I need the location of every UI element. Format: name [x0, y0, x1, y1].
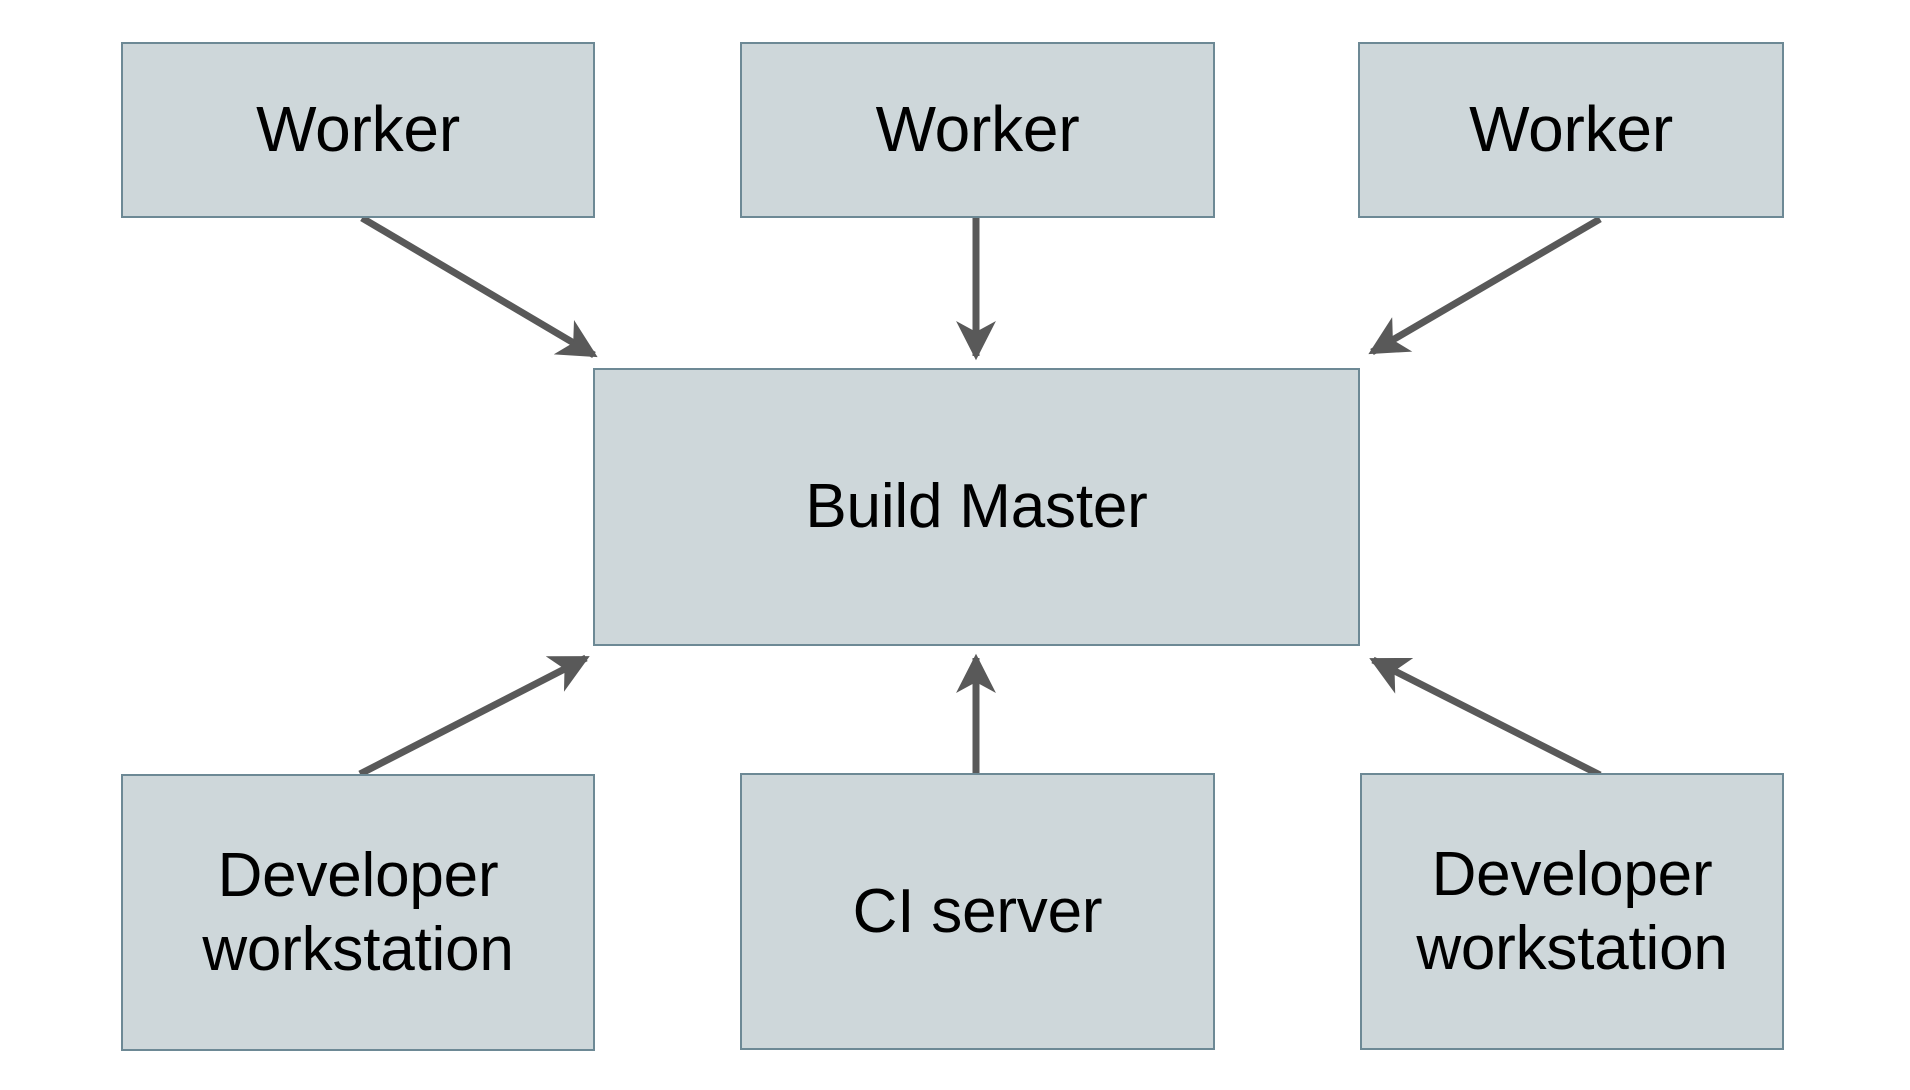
- node-build-master[interactable]: Build Master: [593, 368, 1360, 646]
- node-worker-left-label: Worker: [256, 93, 460, 166]
- node-developer-workstation-right[interactable]: Developer workstation: [1360, 773, 1784, 1050]
- node-worker-mid[interactable]: Worker: [740, 42, 1215, 218]
- node-worker-right-label: Worker: [1469, 93, 1673, 166]
- node-ci-server[interactable]: CI server: [740, 773, 1215, 1050]
- node-developer-workstation-left-label: Developer workstation: [202, 841, 514, 984]
- node-build-master-label: Build Master: [805, 472, 1148, 542]
- edge-dev-left-to-master: [358, 654, 590, 778]
- edge-worker-right-to-master: [1368, 215, 1602, 356]
- node-developer-workstation-left[interactable]: Developer workstation: [121, 774, 595, 1051]
- node-worker-right[interactable]: Worker: [1358, 42, 1784, 218]
- node-developer-workstation-right-label: Developer workstation: [1416, 840, 1728, 983]
- node-ci-server-label: CI server: [852, 876, 1103, 946]
- edge-dev-right-to-master: [1369, 656, 1602, 779]
- node-worker-mid-label: Worker: [875, 93, 1080, 166]
- edge-worker-left-to-master: [360, 214, 598, 359]
- node-worker-left[interactable]: Worker: [121, 42, 595, 218]
